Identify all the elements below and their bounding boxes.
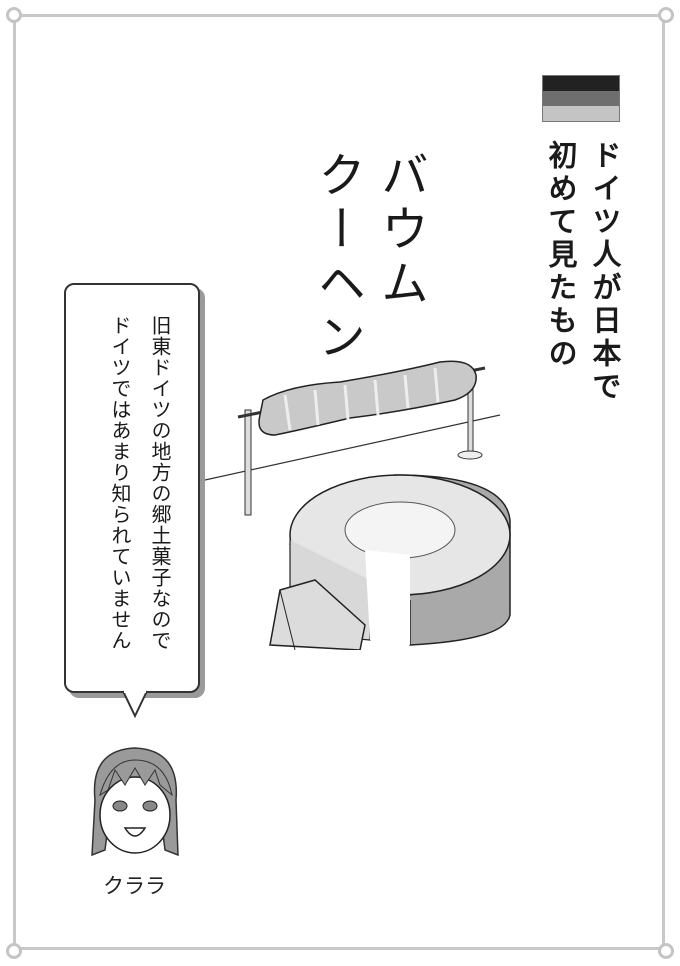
- speech-line-2: ドイツではあまり知られていません: [108, 315, 132, 651]
- frame-corner-ornament: [658, 943, 674, 959]
- header-line-2: 初めて見たもの: [544, 140, 578, 371]
- flag-stripe-red: [543, 90, 619, 106]
- speech-bubble-text: 旧東ドイツの地方の郷土菓子なので ドイツではあまり知られていません: [100, 315, 180, 651]
- header-line-1: ドイツ人が日本で: [588, 140, 622, 404]
- speech-bubble-tail: [122, 690, 148, 719]
- frame-corner-ornament: [6, 943, 22, 959]
- frame-corner-ornament: [658, 7, 674, 23]
- frame-corner-ornament: [6, 7, 22, 23]
- character-name-label: クララ: [103, 874, 166, 898]
- flag-stripe-black: [543, 76, 619, 91]
- baumkuchen-illustration: [204, 360, 511, 650]
- character-avatar-clara: [91, 747, 179, 857]
- flag-stripe-gold: [543, 105, 619, 121]
- page-frame: [13, 14, 665, 950]
- speech-line-1: 旧東ドイツの地方の郷土菓子なので: [148, 315, 172, 651]
- speech-bubble: 旧東ドイツの地方の郷土菓子なので ドイツではあまり知られていません: [64, 283, 200, 693]
- title-line-2: クーヘン: [309, 150, 365, 366]
- germany-flag-icon: [542, 75, 620, 122]
- title-line-1: バウム: [372, 150, 428, 312]
